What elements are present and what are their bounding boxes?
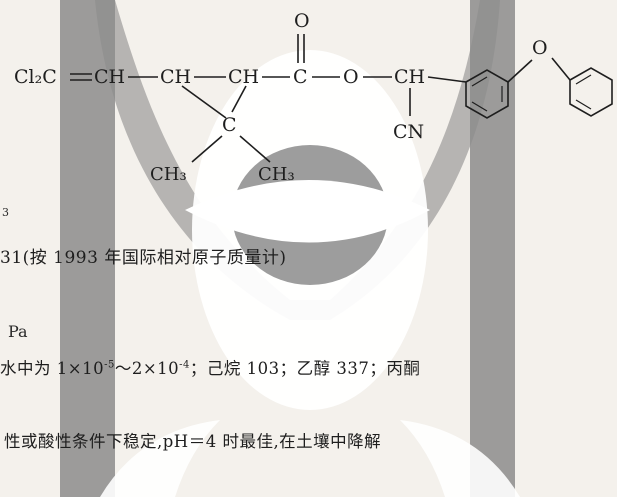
pressure-unit-fragment: Pa (8, 322, 28, 341)
carbonyl-carbon: C (293, 66, 308, 88)
bond (191, 135, 223, 163)
cyano-label: CN (393, 121, 424, 143)
edge-subscript-fragment: 3 (2, 206, 9, 219)
watermark-bottom-arc-right (400, 420, 520, 497)
carbonyl-double-bond (297, 34, 305, 63)
watermark-left-band (60, 0, 115, 497)
bond (507, 59, 533, 83)
cyclopropane-ring (181, 85, 247, 119)
stability-text: 性或酸性条件下稳定,pH＝4 时最佳,在土壤中降解 (4, 432, 382, 451)
bond (551, 57, 571, 81)
watermark-leaf (185, 180, 430, 243)
stability-line: 性或酸性条件下稳定,pH＝4 时最佳,在土壤中降解 (4, 428, 381, 452)
molecular-weight-text: 31(按 1993 年国际相对原子质量计) (0, 248, 287, 268)
ester-oxygen: O (343, 66, 359, 88)
methyl-left: CH₃ (150, 164, 187, 185)
carbonyl-oxygen: O (294, 10, 310, 32)
ring-carbon: C (222, 114, 237, 136)
methyl-right: CH₃ (258, 164, 295, 185)
solubility-text-c: ；己烷 103；乙醇 337；丙酮 (189, 359, 421, 378)
bond (239, 135, 271, 163)
exponent-1: -5 (104, 359, 115, 371)
benzene-ring-2 (569, 67, 613, 117)
bond (427, 76, 467, 83)
double-bond (70, 73, 92, 81)
ch-label-4: CH (394, 66, 425, 88)
solubility-line: 水中为 1×10-5～2×10-4；己烷 103；乙醇 337；丙酮 (0, 355, 420, 379)
solubility-text-b: ～2×10 (114, 359, 180, 378)
ether-oxygen: O (532, 37, 548, 59)
ch-label-2: CH (160, 66, 191, 88)
ch-label-1: CH (94, 66, 125, 88)
cl2c-label: Cl₂C (14, 66, 57, 88)
chemical-structure: Cl₂C CH CH CH C O O CH CN C CH₃ CH₃ (14, 10, 613, 185)
molecular-weight-line: 31(按 1993 年国际相对原子质量计) (0, 243, 286, 268)
benzene-ring-1 (465, 69, 509, 119)
exponent-2: -4 (179, 359, 190, 371)
watermark-bottom-arc-left (100, 420, 220, 497)
benzene-ring-2-inner (575, 74, 592, 110)
ch-label-3: CH (228, 66, 259, 88)
benzene-ring-1-inner (471, 76, 503, 112)
solubility-text-a: 水中为 1×10 (0, 359, 105, 378)
